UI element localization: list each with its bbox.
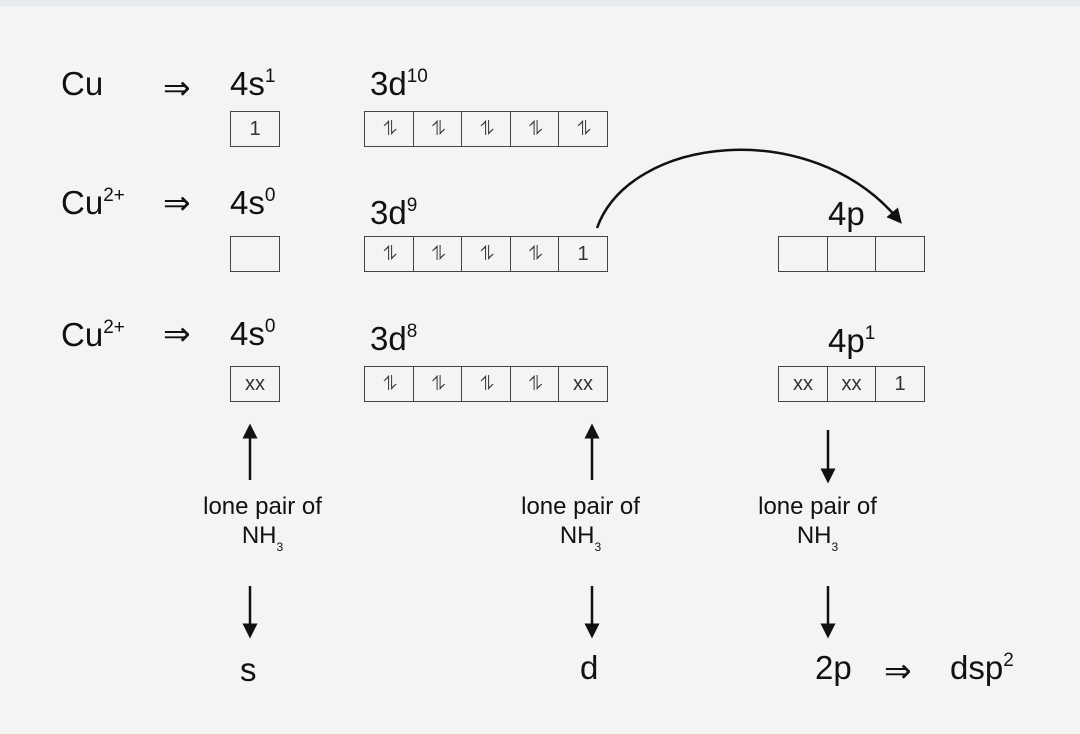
row1-4s-orbital: 1 [230,111,280,147]
orbital-box: 1 [875,366,925,402]
hybridisation-result: dsp2 [950,649,1014,686]
row3-3d-orbitals: ⥮ ⥮ ⥮ ⥮ xx [364,366,608,402]
orbital-box [230,236,280,272]
row2-ion: Cu2+ [61,184,125,221]
orbital-box [826,236,877,272]
row2-4p-orbitals [778,236,925,272]
electron-promotion-arrow [595,148,902,229]
orbital-box: xx [558,366,608,402]
orbital-box: ⥮ [412,236,463,272]
row1-d-label: 3d10 [370,65,428,102]
orbital-box: ⥮ [412,111,463,147]
result-2p: 2p [815,649,852,686]
orbital-box: ⥮ [364,111,414,147]
orbital-box: ⥮ [461,366,511,402]
orbital-box: xx [230,366,280,402]
row3-p-label: 4p1 [828,322,876,359]
orbital-box: 1 [558,236,608,272]
row2-d-label: 3d9 [370,194,418,231]
orbital-box: ⥮ [558,111,608,147]
orbital-box [778,236,828,272]
orbital-box [875,236,925,272]
annotation-p: lone pair of NH3 [758,493,877,554]
orbital-box: ⥮ [412,366,463,402]
final-implies-arrow: ⇒ [884,652,912,689]
arrows-layer [242,148,902,639]
orbital-box: ⥮ [509,111,560,147]
orbital-box: ⥮ [461,236,511,272]
row3-ion: Cu2+ [61,316,125,353]
row2-3d-orbitals: ⥮ ⥮ ⥮ ⥮ 1 [364,236,608,272]
row3-implies-arrow: ⇒ [163,315,191,352]
row3-d-label: 3d8 [370,320,418,357]
row2-4s-orbital [230,236,280,272]
result-d: d [580,649,599,686]
row2-implies-arrow: ⇒ [163,184,191,221]
row1-ion: Cu [61,65,104,102]
annotation-d: lone pair of NH3 [521,493,640,554]
row3-s-label: 4s0 [230,315,276,352]
row2-p-label: 4p [828,195,865,232]
row1-3d-orbitals: ⥮ ⥮ ⥮ ⥮ ⥮ [364,111,608,147]
row1-implies-arrow: ⇒ [163,69,191,106]
annotation-s: lone pair of NH3 [203,493,322,554]
orbital-box: xx [826,366,877,402]
orbital-box: ⥮ [509,366,560,402]
row1-s-label: 4s1 [230,65,276,102]
orbital-box: ⥮ [364,236,414,272]
diagram-canvas: Cu ⇒ 4s1 3d10 1 ⥮ ⥮ ⥮ ⥮ ⥮ Cu2+ ⇒ 4s0 3d9… [0,6,1080,734]
result-s: s [240,651,257,688]
row2-s-label: 4s0 [230,184,276,221]
orbital-box: ⥮ [461,111,511,147]
orbital-box: ⥮ [364,366,414,402]
orbital-box: 1 [230,111,280,147]
row3-4s-orbital: xx [230,366,280,402]
row3-4p-orbitals: xx xx 1 [778,366,925,402]
